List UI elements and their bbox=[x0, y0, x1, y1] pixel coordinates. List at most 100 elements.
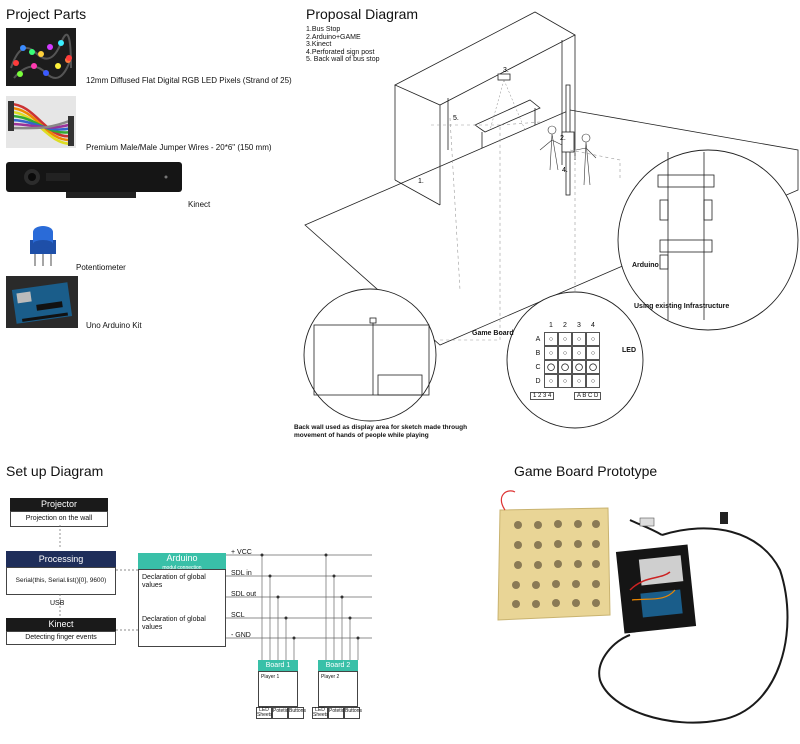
board1-player: Player 1 bbox=[261, 674, 280, 680]
part-label-kinect: Kinect bbox=[188, 200, 211, 209]
bus-line-sdl-in: SDL in bbox=[231, 570, 252, 577]
board-col-header: 3 bbox=[577, 321, 581, 329]
right-keys: A B C D bbox=[574, 392, 602, 400]
jumper-wires-image bbox=[6, 96, 76, 148]
board-col-header: 1 bbox=[549, 321, 553, 329]
board2-player: Player 2 bbox=[321, 674, 340, 680]
proposal-drawing: 5. 3. 2. 4. 1. bbox=[303, 11, 799, 429]
board1-body: Player 1 bbox=[258, 671, 298, 707]
part-label-potentiometer: Potentiometer bbox=[76, 263, 126, 272]
arduino-icon bbox=[11, 282, 73, 324]
prototype-photo bbox=[497, 490, 789, 724]
processing-title: Processing bbox=[6, 551, 116, 567]
kinect-body: Detecting finger events bbox=[6, 631, 116, 645]
part-label-led: 12mm Diffused Flat Digital RGB LED Pixel… bbox=[86, 76, 292, 85]
project-parts-title: Project Parts bbox=[6, 6, 87, 22]
processing-body: Serial(this, Serial.list()[0], 9600) bbox=[6, 567, 116, 595]
board-cell[interactable]: ○ bbox=[572, 374, 586, 388]
bus-line-gnd: - GND bbox=[231, 632, 251, 639]
part-label-arduino: Uno Arduino Kit bbox=[86, 321, 142, 330]
legend-item: 5. Back wall of bus stop bbox=[306, 56, 380, 63]
board-cell[interactable]: ○ bbox=[586, 374, 600, 388]
board-cell[interactable]: ○ bbox=[572, 346, 586, 360]
board-cell[interactable]: ○ bbox=[544, 332, 558, 346]
bus-line-scl: SCL bbox=[231, 612, 245, 619]
board-cell[interactable]: ○ bbox=[558, 374, 572, 388]
board-cell[interactable]: ○ bbox=[586, 346, 600, 360]
electronics-box bbox=[615, 544, 697, 634]
arduino-image bbox=[6, 276, 78, 328]
arduino-title-text: Arduino bbox=[166, 553, 198, 563]
projector-body: Projection on the wall bbox=[10, 511, 108, 527]
marker-2: 2. bbox=[560, 135, 566, 142]
board-cell[interactable]: ○ bbox=[558, 332, 572, 346]
bus-line-sdl-out: SDL out bbox=[231, 591, 257, 598]
board1-cells: LED Sheets Potetio Buttons bbox=[256, 707, 306, 719]
projector-title: Projector bbox=[10, 498, 108, 511]
board-col-header: 4 bbox=[591, 321, 595, 329]
usb-cable bbox=[598, 527, 789, 724]
arduino-subtitle: modul connection bbox=[162, 565, 202, 571]
setup-connections bbox=[59, 525, 372, 660]
legend-item: 3.Kinect bbox=[306, 41, 332, 48]
led-strand-image bbox=[6, 28, 76, 86]
marker-1: 1. bbox=[418, 178, 424, 185]
board-cell[interactable]: ◯ bbox=[544, 360, 558, 374]
board2-cell: LED Sheets bbox=[312, 707, 329, 719]
infrastructure-caption: Using existing Infrastructure bbox=[634, 303, 730, 310]
board2-cell: Potetio bbox=[328, 707, 345, 719]
backwall-detail-circle bbox=[303, 288, 437, 422]
legend-item: 4.Perforated sign post bbox=[306, 48, 375, 56]
bus-line-vcc: + VCC bbox=[231, 549, 252, 556]
board2-title: Board 2 bbox=[318, 660, 358, 671]
game-board-prototype-title: Game Board Prototype bbox=[514, 463, 658, 479]
board-cell[interactable]: ○ bbox=[586, 332, 600, 346]
board2-cell: Buttons bbox=[344, 707, 362, 719]
board-row-header: A bbox=[535, 335, 541, 343]
people-figures bbox=[539, 125, 597, 186]
backwall-caption: Back wall used as display area for sketc… bbox=[294, 424, 468, 439]
board-col-header: 2 bbox=[563, 321, 567, 329]
legend-item: 2.Arduino+GAME bbox=[306, 33, 361, 41]
marker-3: 3. bbox=[503, 67, 509, 74]
board-row-header: B bbox=[535, 349, 541, 357]
game-board-label: Game Board bbox=[472, 330, 514, 337]
board-cell[interactable]: ◯ bbox=[558, 360, 572, 374]
board-cell[interactable]: ○ bbox=[544, 374, 558, 388]
board-cell[interactable]: ◯ bbox=[586, 360, 600, 374]
arduino-decl1: Declaration of global values bbox=[142, 574, 206, 589]
board1-cell: LED Sheets bbox=[256, 707, 273, 719]
led-strand-icon bbox=[10, 33, 72, 79]
kinect-title: Kinect bbox=[6, 618, 116, 631]
arduino-decl2: Declaration of global values bbox=[142, 616, 206, 631]
arduino-body: Declaration of global values Declaration… bbox=[138, 569, 226, 647]
legend-item: 1.Bus Stop bbox=[306, 26, 341, 33]
arduino-label: Arduino bbox=[632, 262, 659, 269]
kinect-icon bbox=[6, 162, 182, 198]
board1-cell: Buttons bbox=[288, 707, 306, 719]
game-board-grid: 1 2 3 4 A ○ ○ ○ ○ B ○ ○ ○ ○ C ◯ ◯ ◯ ◯ D … bbox=[532, 318, 600, 388]
arduino-title: Arduino modul connection bbox=[138, 553, 226, 571]
kinect-image bbox=[6, 160, 182, 202]
board-cell[interactable]: ○ bbox=[544, 346, 558, 360]
proposal-diagram-title: Proposal Diagram bbox=[306, 6, 419, 22]
potentiometer-image bbox=[22, 218, 62, 268]
board1-title: Board 1 bbox=[258, 660, 298, 671]
board1-cell: Potetio bbox=[272, 707, 289, 719]
potentiometer-icon bbox=[30, 226, 56, 266]
left-keys: 1 2 3 4 bbox=[530, 392, 555, 400]
marker-4: 4. bbox=[562, 167, 568, 174]
board-cell[interactable]: ○ bbox=[558, 346, 572, 360]
bus-stop-shelter bbox=[394, 11, 576, 206]
usb-label: USB bbox=[50, 600, 65, 607]
board-cell[interactable]: ○ bbox=[572, 332, 586, 346]
led-label: LED bbox=[622, 347, 636, 354]
board-cell[interactable]: ◯ bbox=[572, 360, 586, 374]
board2-body: Player 2 bbox=[318, 671, 358, 707]
marker-5: 5. bbox=[453, 115, 459, 122]
kinect-on-shelter bbox=[497, 73, 511, 81]
board-row-header: D bbox=[535, 377, 541, 385]
proposal-legend: 1.Bus Stop 2.Arduino+GAME 3.Kinect 4.Per… bbox=[306, 26, 426, 64]
setup-diagram-title: Set up Diagram bbox=[6, 463, 104, 479]
part-label-jumper: Premium Male/Male Jumper Wires - 20*6" (… bbox=[86, 143, 272, 152]
